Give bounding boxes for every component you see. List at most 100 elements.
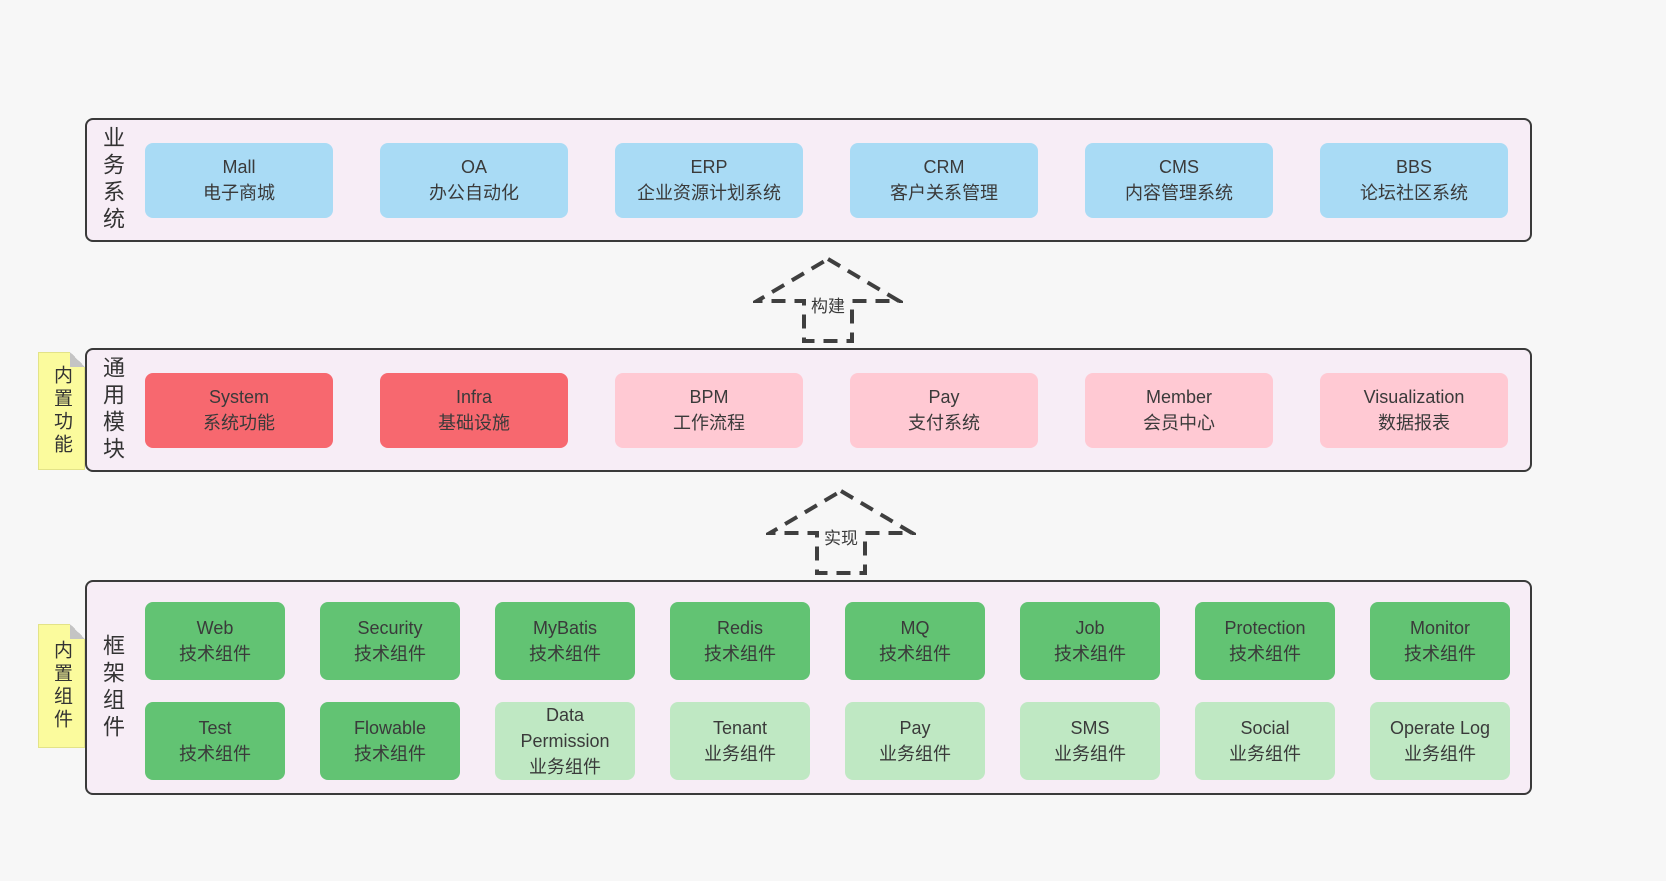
- sticky-note-built-in-features: 内置功能: [38, 352, 85, 470]
- box-desc: 技术组件: [1404, 644, 1476, 664]
- box-name: Security: [357, 617, 423, 638]
- box-name: Infra: [455, 386, 493, 407]
- box-operate-log: Operate Log 业务组件: [1370, 702, 1510, 780]
- box-tenant: Tenant 业务组件: [670, 702, 810, 780]
- layer-common-modules: 通用模块 System 系统功能 Infra 基础设施 BPM 工作流程 Pay…: [85, 348, 1532, 472]
- box-monitor: Monitor 技术组件: [1370, 602, 1510, 680]
- box-oa: OA 办公自动化: [380, 142, 568, 218]
- box-desc: 技术组件: [1229, 644, 1301, 664]
- box-desc: 内容管理系统: [1125, 183, 1233, 203]
- box-name: Operate Log: [1389, 717, 1491, 738]
- box-desc: 论坛社区系统: [1360, 183, 1468, 203]
- box-cms: CMS 内容管理系统: [1085, 142, 1273, 218]
- framework-components-grid: Web 技术组件 Security 技术组件 MyBatis 技术组件 Redi…: [145, 602, 1530, 780]
- box-name: SMS: [1070, 717, 1110, 738]
- folded-corner-icon: [70, 352, 85, 367]
- sticky-note-built-in-components: 内置组件: [38, 624, 85, 748]
- business-systems-row: Mall 电子商城 OA 办公自动化 ERP 企业资源计划系统 CRM 客户关系…: [145, 120, 1530, 240]
- layer-framework-components: 框架组件 Web 技术组件 Security 技术组件 MyBatis 技术组件…: [85, 580, 1532, 795]
- box-sms: SMS 业务组件: [1020, 702, 1160, 780]
- box-name: CRM: [923, 156, 965, 177]
- box-desc: 技术组件: [1054, 644, 1126, 664]
- box-name: Redis: [716, 617, 764, 638]
- box-name: Pay: [899, 717, 931, 738]
- sticky-label: 内置组件: [51, 640, 72, 732]
- box-redis: Redis 技术组件: [670, 602, 810, 680]
- box-name: ERP: [690, 156, 728, 177]
- box-name: System: [208, 386, 269, 407]
- box-name: Data Permission: [520, 704, 610, 751]
- box-bbs: BBS 论坛社区系统: [1320, 142, 1508, 218]
- box-name: BPM: [689, 386, 729, 407]
- box-pay: Pay 支付系统: [850, 372, 1038, 448]
- box-security: Security 技术组件: [320, 602, 460, 680]
- box-desc: 业务组件: [704, 744, 776, 764]
- box-desc: 业务组件: [1229, 744, 1301, 764]
- box-desc: 技术组件: [354, 744, 426, 764]
- box-name: Protection: [1224, 617, 1306, 638]
- arrow-build: 构建: [753, 255, 903, 345]
- box-flowable: Flowable 技术组件: [320, 702, 460, 780]
- box-desc: 系统功能: [203, 413, 275, 433]
- box-member: Member 会员中心: [1085, 372, 1273, 448]
- up-block-arrow-icon: [753, 256, 903, 343]
- up-block-arrow-icon: [766, 488, 916, 575]
- sticky-label: 内置功能: [51, 365, 72, 457]
- box-desc: 会员中心: [1143, 413, 1215, 433]
- box-name: Visualization: [1363, 386, 1465, 407]
- box-job: Job 技术组件: [1020, 602, 1160, 680]
- box-web: Web 技术组件: [145, 602, 285, 680]
- layer-label-business-systems: 业务系统: [100, 126, 125, 234]
- box-desc: 数据报表: [1378, 413, 1450, 433]
- box-visualization: Visualization 数据报表: [1320, 372, 1508, 448]
- box-mybatis: MyBatis 技术组件: [495, 602, 635, 680]
- layer-business-systems: 业务系统 Mall 电子商城 OA 办公自动化 ERP 企业资源计划系统 CRM…: [85, 118, 1532, 242]
- arrow-implement: 实现: [766, 487, 916, 577]
- box-infra: Infra 基础设施: [380, 372, 568, 448]
- box-name: Social: [1240, 717, 1290, 738]
- box-desc: 业务组件: [529, 757, 601, 778]
- box-desc: 技术组件: [879, 644, 951, 664]
- box-desc: 工作流程: [673, 413, 745, 433]
- box-data-permission: Data Permission 业务组件: [495, 702, 635, 780]
- box-desc: 业务组件: [1404, 744, 1476, 764]
- box-name: OA: [460, 156, 487, 177]
- box-social: Social 业务组件: [1195, 702, 1335, 780]
- box-name: Monitor: [1409, 617, 1471, 638]
- box-name: Member: [1145, 386, 1212, 407]
- box-mall: Mall 电子商城: [145, 142, 333, 218]
- box-desc: 技术组件: [179, 644, 251, 664]
- box-name: Job: [1075, 617, 1105, 638]
- box-name: Test: [198, 717, 232, 738]
- biz-components-row: Test 技术组件 Flowable 技术组件 Data Permission …: [145, 702, 1530, 780]
- box-name: CMS: [1159, 156, 1199, 177]
- box-desc: 技术组件: [179, 744, 251, 764]
- box-name: Tenant: [712, 717, 768, 738]
- box-mq: MQ 技术组件: [845, 602, 985, 680]
- box-desc: 业务组件: [1054, 744, 1126, 764]
- box-desc: 技术组件: [529, 644, 601, 664]
- box-crm: CRM 客户关系管理: [850, 142, 1038, 218]
- box-desc: 技术组件: [704, 644, 776, 664]
- box-desc: 办公自动化: [429, 183, 519, 203]
- box-desc: 业务组件: [879, 744, 951, 764]
- box-name: BBS: [1395, 156, 1433, 177]
- box-desc: 电子商城: [203, 183, 275, 203]
- box-desc: 企业资源计划系统: [637, 183, 781, 203]
- box-pay-component: Pay 业务组件: [845, 702, 985, 780]
- arrow-build-label: 构建: [808, 291, 848, 318]
- tech-components-row: Web 技术组件 Security 技术组件 MyBatis 技术组件 Redi…: [145, 602, 1530, 680]
- box-protection: Protection 技术组件: [1195, 602, 1335, 680]
- box-desc: 客户关系管理: [890, 183, 998, 203]
- common-modules-row: System 系统功能 Infra 基础设施 BPM 工作流程 Pay 支付系统…: [145, 350, 1530, 470]
- box-desc: 技术组件: [354, 644, 426, 664]
- box-desc: 支付系统: [908, 413, 980, 433]
- box-name: MQ: [900, 617, 930, 638]
- box-bpm: BPM 工作流程: [615, 372, 803, 448]
- box-erp: ERP 企业资源计划系统: [615, 142, 803, 218]
- box-name: MyBatis: [532, 617, 597, 638]
- box-name: Web: [196, 617, 234, 638]
- box-desc: 基础设施: [438, 413, 510, 433]
- folded-corner-icon: [70, 624, 85, 639]
- box-test: Test 技术组件: [145, 702, 285, 780]
